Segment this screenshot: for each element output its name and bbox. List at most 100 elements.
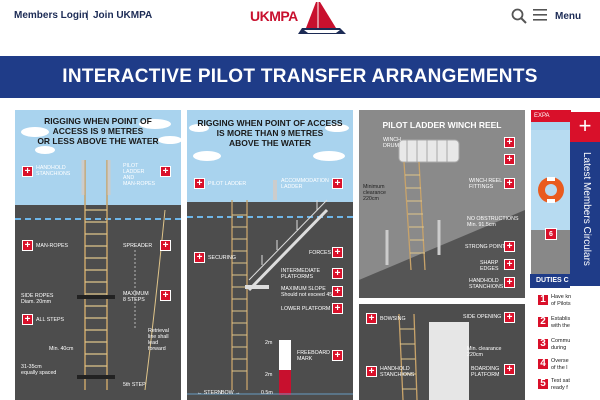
label-max-steps: MAXIMUM 8 STEPS xyxy=(123,291,149,303)
freeboard-mark-button[interactable]: + xyxy=(332,350,343,361)
panel1-title-line3: OR LESS ABOVE THE WATER xyxy=(37,136,159,146)
duty-number: 1 xyxy=(537,294,549,306)
lower-platform-button[interactable]: + xyxy=(332,303,343,314)
intermediate-platforms-button[interactable]: + xyxy=(332,268,343,279)
menu-label[interactable]: Menu xyxy=(555,11,582,22)
search-icon[interactable] xyxy=(511,8,527,24)
winch-diagram xyxy=(359,139,525,298)
label-min-clearance: Min. clearance 220cm xyxy=(467,346,502,358)
latest-circulars-label: Latest Members Circulars xyxy=(581,152,592,266)
winch-drum-button[interactable]: + xyxy=(504,137,515,148)
join-link[interactable]: Join UKMPA xyxy=(93,10,153,21)
label-2m-bottom: 2m xyxy=(265,372,273,378)
duty-text: Establis with the xyxy=(551,316,571,329)
panel-winch-reel: PILOT LADDER WINCH REEL WINCH DRUM + + M… xyxy=(359,110,525,298)
duty-number: 2 xyxy=(537,316,549,328)
panel1-title-line2: ACCESS IS 9 METRES xyxy=(52,126,144,136)
panel-rigging-over-9m: RIGGING WHEN POINT OF ACCESS IS MORE THA… xyxy=(187,110,353,400)
page-title: INTERACTIVE PILOT TRANSFER ARRANGEMENTS xyxy=(0,56,600,98)
label-half-m: 0.5m xyxy=(261,390,273,396)
label-side-opening: SIDE OPENING xyxy=(463,314,502,320)
label-handhold: HANDHOLD STANCHIONS xyxy=(36,165,71,177)
label-man-ropes: MAN-ROPES xyxy=(36,243,69,249)
label-min40: Min. 40cm xyxy=(49,346,74,352)
panel-rigging-9m-or-less: RIGGING WHEN POINT OF ACCESS IS 9 METRES… xyxy=(15,110,181,400)
man-ropes-button[interactable]: + xyxy=(22,240,33,251)
duty-text: Overse of the l xyxy=(551,358,569,371)
winch-fittings-button[interactable]: + xyxy=(504,178,515,189)
panel2-title-line1: RIGGING WHEN POINT OF ACCESS xyxy=(197,118,343,128)
waterline xyxy=(187,216,353,219)
members-login-link[interactable]: Members Login xyxy=(14,10,88,21)
label-all-steps: ALL STEPS xyxy=(36,317,65,323)
duty-number: 5 xyxy=(537,378,549,390)
label-2m-top: 2m xyxy=(265,340,273,346)
label-sharp-edges: SHARP EDGES xyxy=(480,260,499,272)
badge-6[interactable]: 6 xyxy=(545,228,557,240)
label-handhold: HANDHOLD STANCHIONS xyxy=(469,278,504,290)
waterline xyxy=(15,218,181,221)
handhold-stanchions-button[interactable]: + xyxy=(366,366,377,377)
label-freeboard: FREEBOARD MARK xyxy=(297,350,330,362)
plus-icon[interactable]: + xyxy=(570,112,600,142)
spreader-button[interactable]: + xyxy=(160,240,171,251)
panel2-title-line3: ABOVE THE WATER xyxy=(228,138,311,148)
label-winch-drum: WINCH DRUM xyxy=(383,137,401,149)
label-stern: ← STERN xyxy=(197,390,222,396)
max-steps-button[interactable]: + xyxy=(160,290,171,301)
all-steps-button[interactable]: + xyxy=(22,314,33,325)
panel1-title-line1: RIGGING WHEN POINT OF xyxy=(44,116,152,126)
label-forces: FORCES xyxy=(309,250,332,256)
ukmpa-logo[interactable]: UKMPA xyxy=(248,0,348,40)
header-separator: | xyxy=(86,10,89,21)
pilot-ladder-button[interactable]: + xyxy=(194,178,205,189)
duty-number: 4 xyxy=(537,358,549,370)
boarding-platform-button[interactable]: + xyxy=(504,364,515,375)
max-slope-button[interactable]: + xyxy=(332,286,343,297)
label-min-clearance: Minimum clearance 220cm xyxy=(363,184,386,202)
securing-button[interactable]: + xyxy=(194,252,205,263)
label-lower-platform: LOWER PLATFORM xyxy=(281,306,331,312)
duty-text: Commu during xyxy=(551,338,571,351)
accommodation-ladder-button[interactable]: + xyxy=(332,178,343,189)
bowsing-button[interactable]: + xyxy=(366,313,377,324)
flag-ship-icon xyxy=(298,2,346,34)
panel2-title-line2: IS MORE THAN 9 METRES xyxy=(216,128,324,138)
label-securing: SECURING xyxy=(208,255,236,261)
forces-button[interactable]: + xyxy=(332,247,343,258)
duty-number: 3 xyxy=(537,338,549,350)
label-winch-fittings: WINCH REEL FITTINGS xyxy=(469,178,503,190)
logo-text: UKMPA xyxy=(250,8,298,24)
pilot-ladder-button[interactable]: + xyxy=(160,166,171,177)
handhold-stanchions-button[interactable]: + xyxy=(504,277,515,288)
label-pilot-ladder: PILOT LADDER xyxy=(208,181,247,187)
panel-pilot-duties: EXPA 6 xyxy=(531,110,571,274)
handhold-stanchions-button[interactable]: + xyxy=(22,166,33,177)
winch-extra-button[interactable]: + xyxy=(504,154,515,165)
label-bowsing: BOWSING xyxy=(380,316,406,322)
panel3-title: PILOT LADDER WINCH REEL xyxy=(382,120,502,130)
label-max-slope: MAXIMUM SLOPE Should not exceed 45° xyxy=(281,286,335,298)
duty-text: Have kn of Pilots xyxy=(551,294,572,307)
hamburger-menu-icon[interactable] xyxy=(533,9,547,21)
label-no-obstructions: NO OBSTRUCTIONS Min. 91.5cm xyxy=(467,216,519,228)
panel-side-opening: + BOWSING SIDE OPENING + Min. clearance … xyxy=(359,304,525,400)
label-handhold: HANDHOLD STANCHIONS xyxy=(380,366,415,378)
site-header: Members Login | Join UKMPA UKMPA Menu xyxy=(0,0,600,56)
label-intermediate: INTERMEDIATE PLATFORMS xyxy=(281,268,321,280)
label-strong-point: STRONG POINT xyxy=(465,244,506,250)
label-spacing: 31-35cm equally spaced xyxy=(21,364,57,376)
side-opening-diagram xyxy=(398,313,469,400)
accommodation-diagram xyxy=(187,180,353,395)
strong-point-button[interactable]: + xyxy=(504,241,515,252)
duty-text: Test sat ready f xyxy=(551,378,570,391)
label-side-ropes: SIDE ROPES Diam. 20mm xyxy=(21,293,54,305)
lifebuoy-diagram xyxy=(531,130,571,274)
side-opening-button[interactable]: + xyxy=(504,312,515,323)
ladder-diagram xyxy=(77,160,166,391)
label-expand[interactable]: EXPA xyxy=(534,113,550,119)
sharp-edges-button[interactable]: + xyxy=(504,259,515,270)
expand-bar[interactable] xyxy=(531,110,571,122)
label-pilot-ladder: PILOT LADDER AND MAN-ROPES xyxy=(123,163,156,187)
latest-circulars-tab[interactable]: + Latest Members Circulars xyxy=(570,112,600,286)
